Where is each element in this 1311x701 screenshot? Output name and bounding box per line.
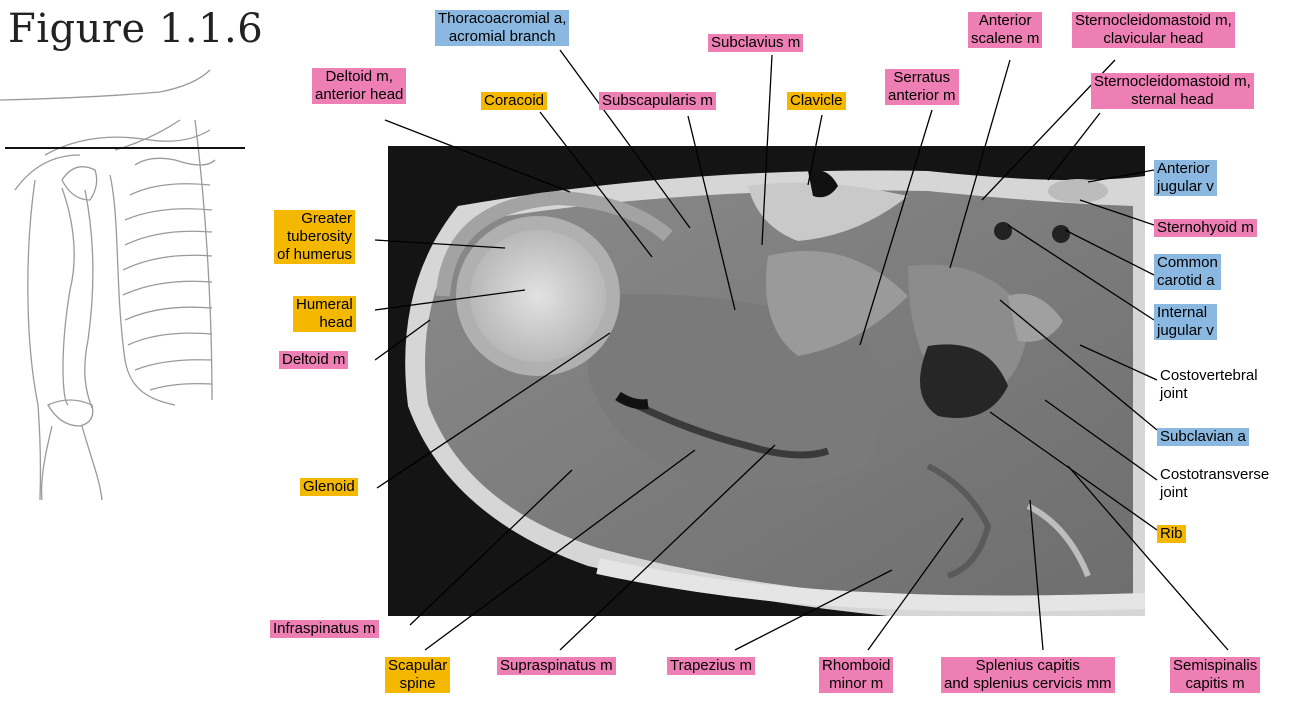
leader-internal-jugular xyxy=(1008,225,1154,320)
leader-deltoid xyxy=(375,320,430,360)
label-rib: Rib xyxy=(1157,525,1186,543)
label-subclavian-artery: Subclavian a xyxy=(1157,428,1249,446)
leader-costovertebral xyxy=(1080,345,1157,380)
label-infraspinatus-muscle: Infraspinatus m xyxy=(270,620,379,638)
leader-rhomboid-minor xyxy=(868,518,963,650)
leader-thoracoacromial xyxy=(560,50,690,228)
label-deltoid-anterior-head: Deltoid m,anterior head xyxy=(312,68,406,104)
leader-deltoid-anterior xyxy=(385,120,570,192)
leader-coracoid xyxy=(540,112,652,257)
leader-greater-tuberosity xyxy=(375,240,505,248)
label-glenoid: Glenoid xyxy=(300,478,358,496)
leader-humeral-head xyxy=(375,290,525,310)
label-clavicle: Clavicle xyxy=(787,92,846,110)
label-sternohyoid-muscle: Sternohyoid m xyxy=(1154,219,1257,237)
leader-rib xyxy=(990,412,1157,530)
leader-scapular-spine xyxy=(425,450,695,650)
leader-glenoid xyxy=(377,333,610,488)
leader-costotransverse xyxy=(1045,400,1157,480)
leader-splenius xyxy=(1030,500,1043,650)
label-coracoid: Coracoid xyxy=(481,92,547,110)
leader-anterior-jugular xyxy=(1088,170,1154,182)
leader-anterior-scalene xyxy=(950,60,1010,268)
leader-subscapularis xyxy=(688,116,735,310)
leader-common-carotid xyxy=(1065,230,1154,275)
leader-subclavian xyxy=(1000,300,1157,430)
label-scm-sternal-head: Sternocleidomastoid m,sternal head xyxy=(1091,73,1254,109)
leader-clavicle xyxy=(808,115,822,185)
label-scm-clavicular-head: Sternocleidomastoid m,clavicular head xyxy=(1072,12,1235,48)
label-subscapularis-muscle: Subscapularis m xyxy=(599,92,716,110)
label-trapezius-muscle: Trapezius m xyxy=(667,657,755,675)
leader-supraspinatus xyxy=(560,445,775,650)
leader-serratus-anterior xyxy=(860,110,932,345)
leader-trapezius xyxy=(735,570,892,650)
leader-sternohyoid xyxy=(1080,200,1154,225)
label-subclavius-muscle: Subclavius m xyxy=(708,34,803,52)
label-thoracoacromial-artery: Thoracoacromial a,acromial branch xyxy=(435,10,569,46)
label-deltoid-muscle: Deltoid m xyxy=(279,351,348,369)
leader-subclavius xyxy=(762,55,772,245)
label-supraspinatus-muscle: Supraspinatus m xyxy=(497,657,616,675)
